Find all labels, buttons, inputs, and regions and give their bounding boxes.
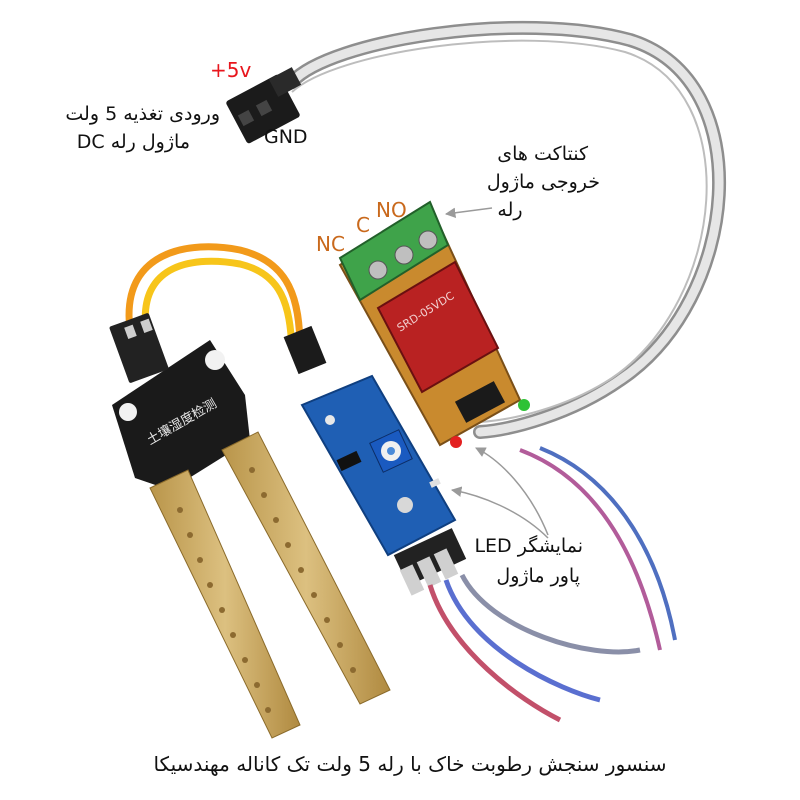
green-led (518, 399, 530, 411)
contacts-line1: کنتاکت های (497, 143, 588, 165)
contacts-line2: خروجی ماژول (486, 171, 600, 193)
sensor-wires (427, 446, 677, 723)
led-arrow-lower (450, 486, 549, 539)
caption: سنسور سنجش رطوبت خاک با رله 5 ولت تک کان… (153, 752, 667, 776)
plus5v-label: +5v (210, 58, 252, 82)
power-input-line1: ورودی تغذیه 5 ولت (65, 103, 220, 125)
relay-module: SRD-05VDC (338, 200, 530, 448)
red-led (450, 436, 462, 448)
contacts-line3: رله (497, 199, 523, 221)
power-input-line2: DC ماژول رله (76, 131, 190, 153)
sensor-module (283, 325, 467, 596)
probe-jumper-wires (125, 243, 304, 351)
c-terminal-label: C (356, 213, 370, 237)
terminal-block (338, 200, 450, 302)
mount-hole (119, 403, 137, 421)
soil-probe: 土壤湿度检测 (109, 313, 391, 739)
annotation-arrows (444, 207, 549, 539)
led-arrow-upper (475, 447, 549, 536)
power-wire (285, 20, 727, 439)
mount-hole (205, 350, 225, 370)
nc-terminal-label: NC (316, 232, 345, 256)
led-line1: LED نمایشگر (474, 535, 583, 557)
no-terminal-label: NO (376, 198, 407, 222)
led-line2: پاور ماژول (496, 565, 580, 587)
gnd-label: GND (264, 126, 308, 148)
power-connector (226, 67, 302, 144)
contacts-arrow (444, 207, 493, 218)
